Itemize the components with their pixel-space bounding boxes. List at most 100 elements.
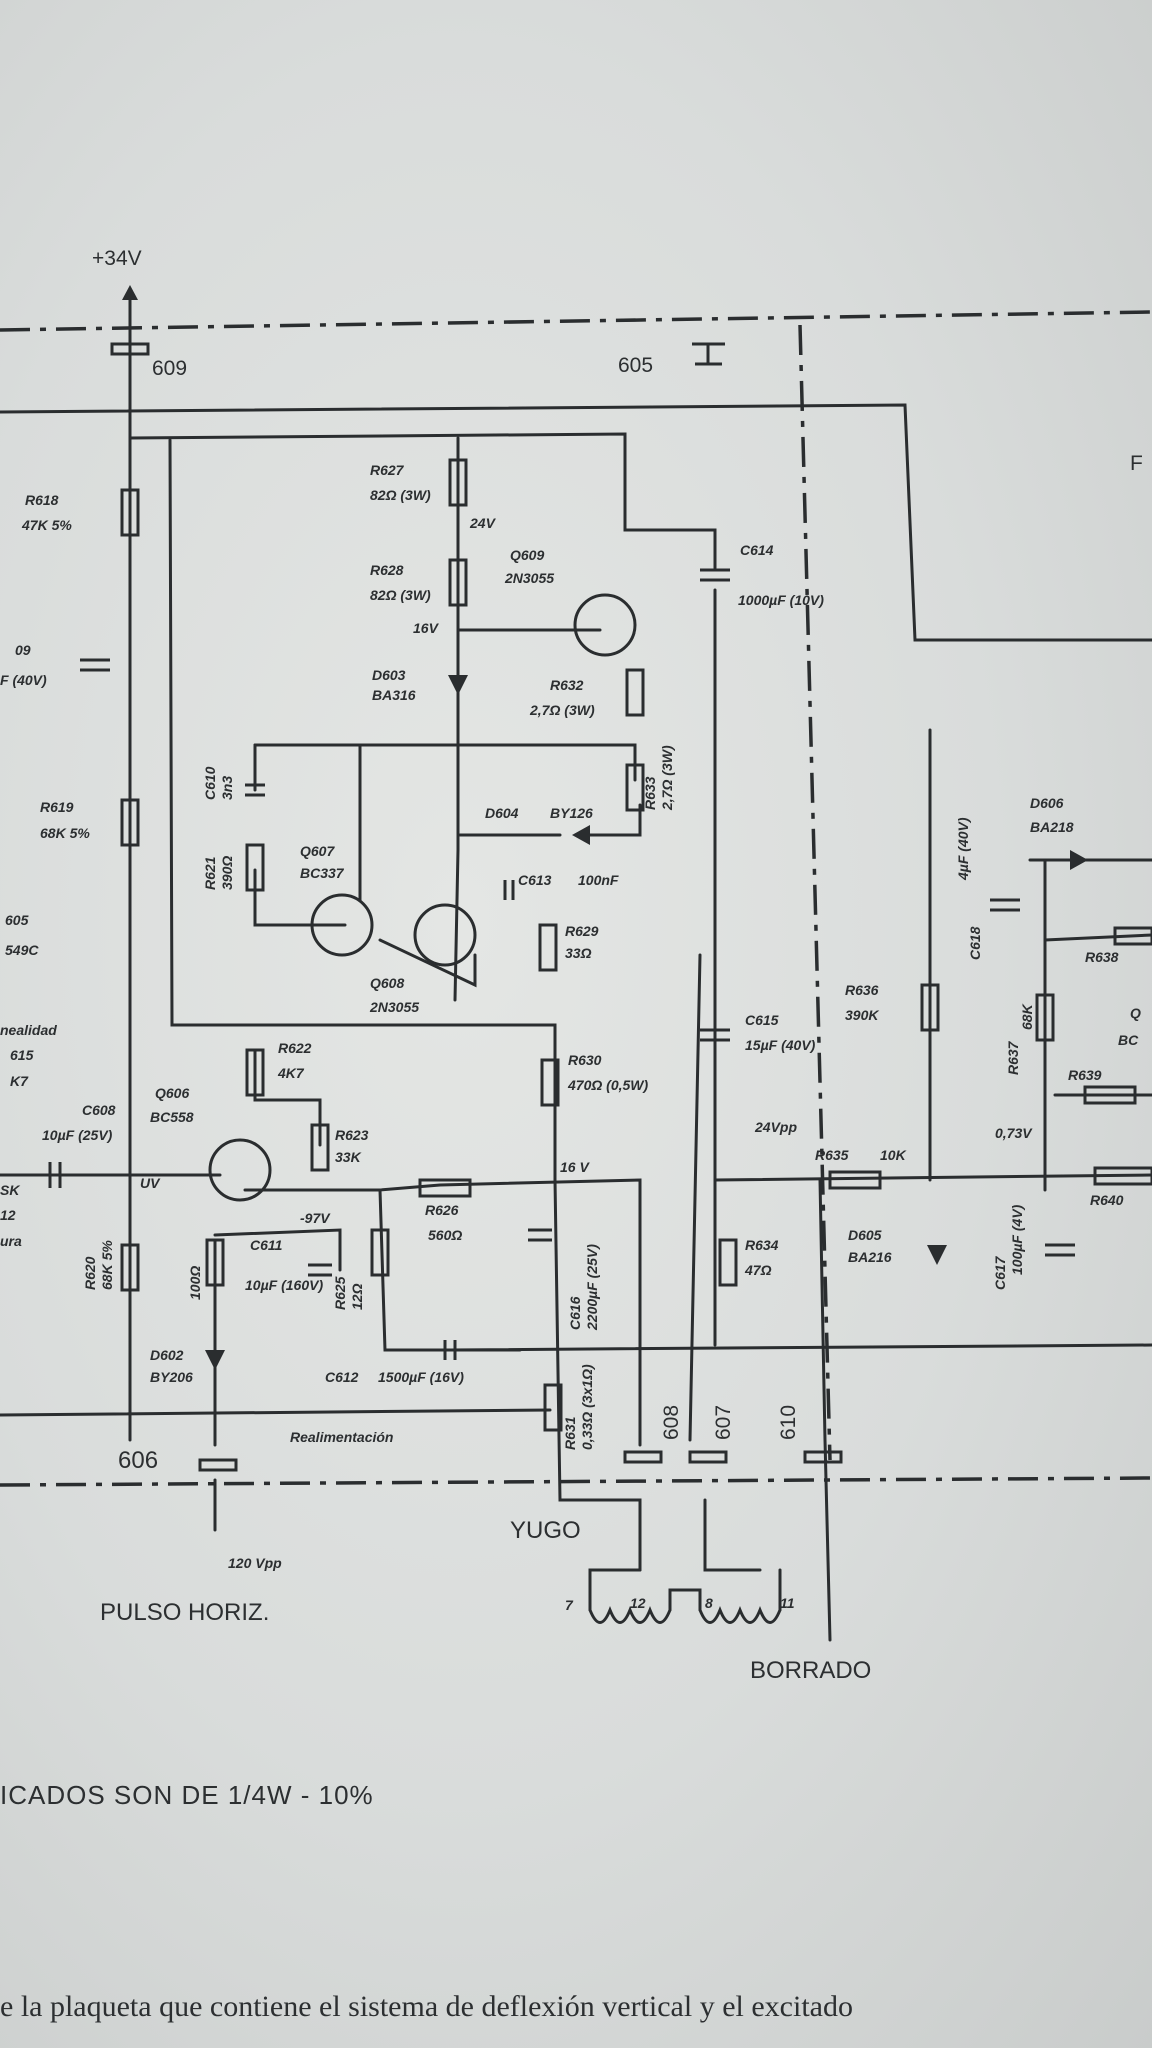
connector-609 <box>110 342 150 356</box>
edge-label-09: 09 <box>15 642 31 658</box>
value-d604: BY126 <box>550 805 593 821</box>
top-rail <box>0 403 1152 642</box>
resistor-r640 <box>1093 1166 1152 1186</box>
ref-r628: R628 <box>370 562 404 578</box>
yoke-coil-left <box>588 1605 672 1624</box>
connector-610 <box>803 1450 843 1464</box>
edge-label-r639: R639 <box>1068 1067 1102 1083</box>
value-c614: 1000µF (10V) <box>738 592 824 608</box>
value-r621: 390Ω <box>219 856 235 890</box>
value-r636: 390K <box>845 1007 879 1023</box>
ref-c613: C613 <box>518 872 552 888</box>
connector-607 <box>688 1450 728 1464</box>
capacitor-c618 <box>990 898 1020 912</box>
node-label-uv: UV <box>140 1175 161 1191</box>
node-label-24vpp: 24Vpp <box>754 1119 797 1135</box>
yoke-pin-8: 8 <box>705 1595 713 1611</box>
edge-label-f: F <box>1130 452 1143 475</box>
node-label-neg97v: -97V <box>300 1210 331 1226</box>
ref-c608: C608 <box>82 1102 116 1118</box>
value-r620: 68K 5% <box>99 1240 115 1290</box>
resistor-r636 <box>920 983 940 1032</box>
edge-label-605: 605 <box>5 912 29 928</box>
resistor-r620 <box>120 1243 140 1292</box>
value-q607: BC337 <box>300 865 345 881</box>
ref-c611: C611 <box>250 1237 283 1253</box>
ref-d604: D604 <box>485 805 519 821</box>
resistor-r634 <box>718 1238 738 1287</box>
capacitor-c611 <box>308 1263 332 1277</box>
resistor-r635 <box>828 1170 882 1190</box>
value-q606: BC558 <box>150 1109 194 1125</box>
ref-r629: R629 <box>565 923 599 939</box>
value-c612: 1500µF (16V) <box>378 1369 464 1385</box>
diode-d605 <box>927 1245 947 1265</box>
connector-label-609: 609 <box>152 357 187 380</box>
diode-d603 <box>448 675 468 695</box>
edge-label-12: 12 <box>0 1207 16 1223</box>
edge-label-r640: R640 <box>1090 1192 1124 1208</box>
resistor-r622 <box>245 1048 265 1097</box>
resistor-r633 <box>625 763 645 812</box>
edge-label-40v: F (40V) <box>0 672 47 688</box>
connector-608 <box>623 1450 663 1464</box>
edge-label-q: Q <box>1130 1005 1141 1021</box>
value-r618: 47K 5% <box>21 517 72 533</box>
diode-d602 <box>205 1350 225 1370</box>
blanking-label: BORRADO <box>750 1657 871 1684</box>
value-r626: 560Ω <box>428 1227 462 1243</box>
resistor-r626 <box>418 1178 472 1198</box>
ref-d602: D602 <box>150 1347 184 1363</box>
value-r630: 470Ω (0,5W) <box>567 1077 649 1093</box>
resistor-r639 <box>1083 1085 1137 1105</box>
ref-d605: D605 <box>848 1227 882 1243</box>
connector-label-607: 607 <box>712 1405 735 1440</box>
board-boundary-bottom <box>0 1476 1152 1487</box>
transistor-q606 <box>208 1138 272 1202</box>
ref-r631: R631 <box>562 1416 578 1450</box>
capacitor-c610 <box>245 783 265 797</box>
ref-r621: R621 <box>202 856 218 890</box>
capacitor-c609 <box>80 658 110 672</box>
node-label-16v-b: 16 V <box>560 1159 590 1175</box>
edge-label-nealidad: nealidad <box>0 1022 57 1038</box>
node-label-24v: 24V <box>469 515 497 531</box>
value-d605: BA216 <box>848 1249 892 1265</box>
ref-q608: Q608 <box>370 975 404 991</box>
value-r628: 82Ω (3W) <box>370 587 431 603</box>
resistor-r637 <box>1035 993 1055 1042</box>
connector-606 <box>198 1458 238 1472</box>
resistor-r628 <box>448 558 468 607</box>
ref-r630: R630 <box>568 1052 602 1068</box>
capacitor-c617 <box>1045 1243 1075 1257</box>
value-q609: 2N3055 <box>504 570 554 586</box>
ref-r635: R635 <box>815 1147 849 1163</box>
ref-r620: R620 <box>82 1256 98 1290</box>
ref-r626: R626 <box>425 1202 459 1218</box>
value-r629: 33Ω <box>565 945 592 961</box>
ref-r634: R634 <box>745 1237 779 1253</box>
resistor-r623 <box>310 1123 330 1172</box>
value-r623: 33K <box>335 1149 362 1165</box>
board-boundary-middle <box>798 324 832 1461</box>
ref-r637: R637 <box>1005 1040 1021 1075</box>
resistor-r627b <box>205 1238 225 1287</box>
transistor-q607 <box>310 893 374 957</box>
ref-c616: C616 <box>567 1296 583 1330</box>
value-r634: 47Ω <box>744 1262 772 1278</box>
value-q608: 2N3055 <box>369 999 419 1015</box>
feedback-label: Realimentación <box>290 1429 393 1445</box>
capacitor-c616 <box>528 1228 552 1242</box>
connector-label-606: 606 <box>118 1447 158 1474</box>
value-d606: BA218 <box>1030 819 1074 835</box>
value-r622: 4K7 <box>277 1065 305 1081</box>
diode-d604 <box>572 825 590 845</box>
capacitor-c614 <box>700 568 730 582</box>
value-r637: 68K <box>1019 1003 1035 1030</box>
connector-label-608: 608 <box>660 1405 683 1440</box>
value-r627b: 100Ω <box>187 1266 203 1300</box>
value-c610: 3n3 <box>219 776 235 800</box>
capacitor-c613 <box>503 880 515 900</box>
edge-label-549c: 549C <box>5 942 39 958</box>
